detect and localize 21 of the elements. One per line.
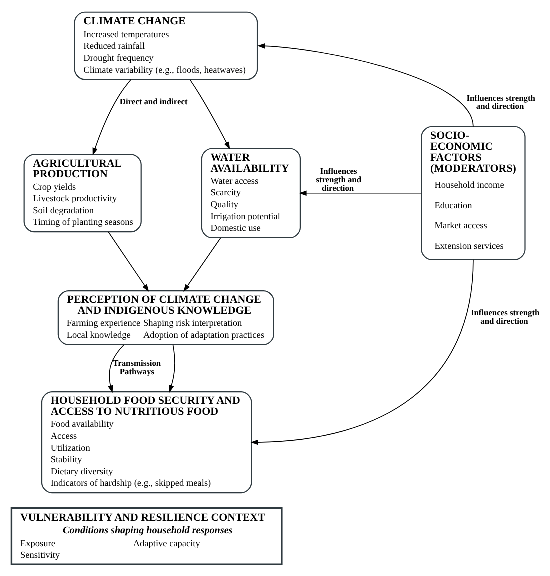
node-box: HOUSEHOLD FOOD SECURITY AND ACCESS TO NUTRITIOUS FOOD Food availability Access Utilization Stability Dietary diversity Indicators of hardship (e.g., skipped meals)	[41, 391, 252, 494]
arrow	[92, 78, 132, 156]
node-box: WATER AVAILABILITY Water access Scarcity Quality Irrigation potential Domestic use	[201, 148, 302, 238]
node-box: AGRICULTURAL PRODUCTION Crop yields Livestock productivity Soil degradation Timing of planting seasons	[24, 154, 142, 232]
edge-label: Influences strength and direction	[466, 93, 536, 111]
arrow	[108, 344, 125, 393]
edge-label: Influences strength and direction	[316, 166, 362, 192]
arrow	[258, 43, 474, 127]
arrow	[169, 344, 176, 392]
arrow	[184, 237, 222, 292]
node-box: CLIMATE CHANGE Increased temperatures Reduced rainfall Drought frequency Climate variability (e.g., floods, heatwaves)	[74, 11, 258, 80]
edge-label: Influences strength and direction	[470, 308, 540, 326]
edge-label: Transmission Pathways	[113, 358, 162, 376]
node-box: VULNERABILITY AND RESILIENCE CONTEXT Conditions shaping household responses Exposure Adaptive capacity Sensitivity	[10, 506, 283, 565]
edge-label: Direct and indirect	[120, 97, 188, 106]
arrow	[299, 190, 422, 196]
node-box: SOCIO-ECONOMIC FACTORS (MODERATORS) Household income Education Market access Extension services	[421, 126, 526, 260]
arrow	[190, 78, 230, 150]
arrow	[108, 232, 150, 292]
arrow	[250, 258, 474, 445]
node-box: PERCEPTION OF CLIMATE CHANGE AND INDIGENOUS KNOWLEDGE Farming experience Shaping risk interpretation Local knowledge Adoption of adaptation practices	[58, 290, 274, 345]
